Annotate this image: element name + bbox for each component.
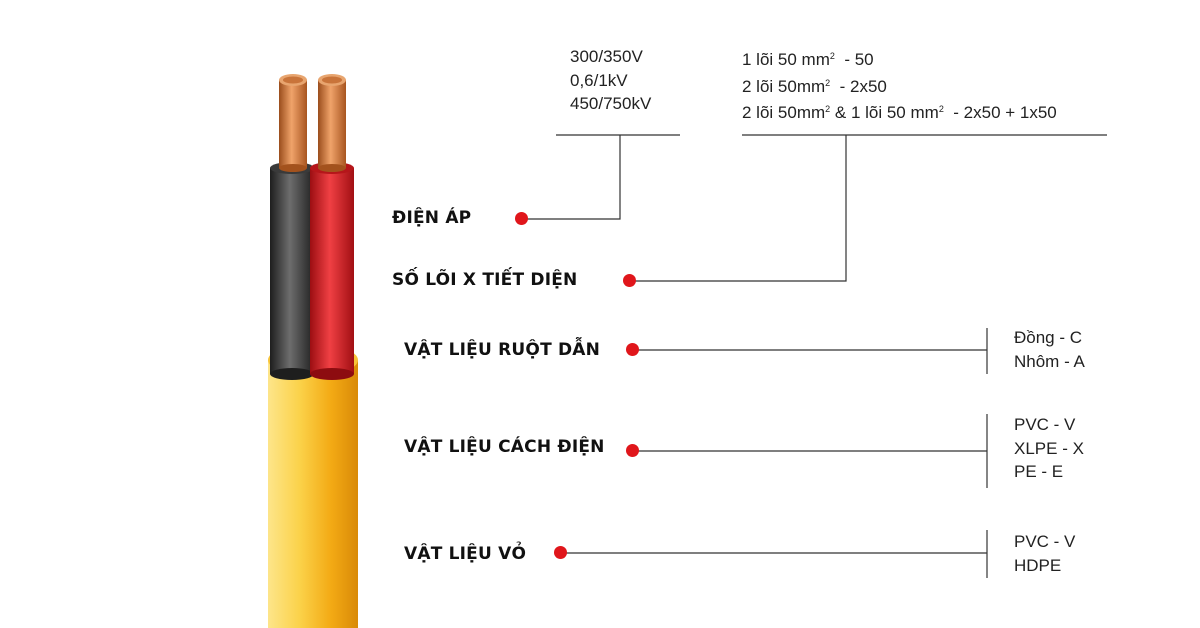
conductor-options: Đồng - C Nhôm - A <box>1014 326 1085 373</box>
label-voltage: ĐIỆN ÁP <box>392 208 472 228</box>
sheath-options: PVC - V HDPE <box>1014 530 1075 577</box>
voltage-options: 300/350V 0,6/1kV 450/750kV <box>570 45 651 116</box>
cores-leader <box>632 135 847 282</box>
voltage-option: 450/750kV <box>570 94 652 113</box>
core-option: 2 lõi 50mm2 & 1 lõi 50 mm2 - 2x50 + 1x50 <box>742 103 1057 122</box>
label-cores: SỐ LÕI X TIẾT DIỆN <box>392 270 578 290</box>
label-conductor: VẬT LIỆU RUỘT DẪN <box>404 340 601 360</box>
voltage-option: 0,6/1kV <box>570 70 628 90</box>
core-option: 2 lõi 50mm2 - 2x50 <box>742 76 887 96</box>
insulation-dot <box>626 444 639 457</box>
copper-conductor-right <box>318 74 346 172</box>
insulation-options: PVC - V XLPE - X PE - E <box>1014 413 1084 484</box>
insulation-option: PVC - V <box>1014 415 1076 434</box>
copper-conductor-left <box>279 74 307 172</box>
core-option: 1 lõi 50 mm2 - 50 <box>742 50 874 69</box>
voltage-leader <box>525 135 621 220</box>
conductor-option: Nhôm - A <box>1014 351 1085 371</box>
voltage-option: 300/350V <box>570 47 643 66</box>
voltage-dot <box>515 212 528 225</box>
cores-dot <box>623 274 636 287</box>
insulation-option: PE - E <box>1014 462 1064 481</box>
red-core <box>310 162 354 380</box>
core-options: 1 lõi 50 mm2 - 50 2 lõi 50mm2 - 2x50 2 l… <box>742 45 1057 125</box>
sheath-option: PVC - V <box>1014 532 1076 551</box>
sheath-option: HDPE <box>1014 555 1062 575</box>
insulation-option: XLPE - X <box>1014 438 1084 458</box>
sheath-dot <box>554 546 567 559</box>
cable-illustration <box>268 74 358 628</box>
label-insulation: VẬT LIỆU CÁCH ĐIỆN <box>404 437 605 457</box>
label-sheath: VẬT LIỆU VỎ <box>404 544 527 564</box>
conductor-option: Đồng - C <box>1014 328 1083 347</box>
conductor-dot <box>626 343 639 356</box>
